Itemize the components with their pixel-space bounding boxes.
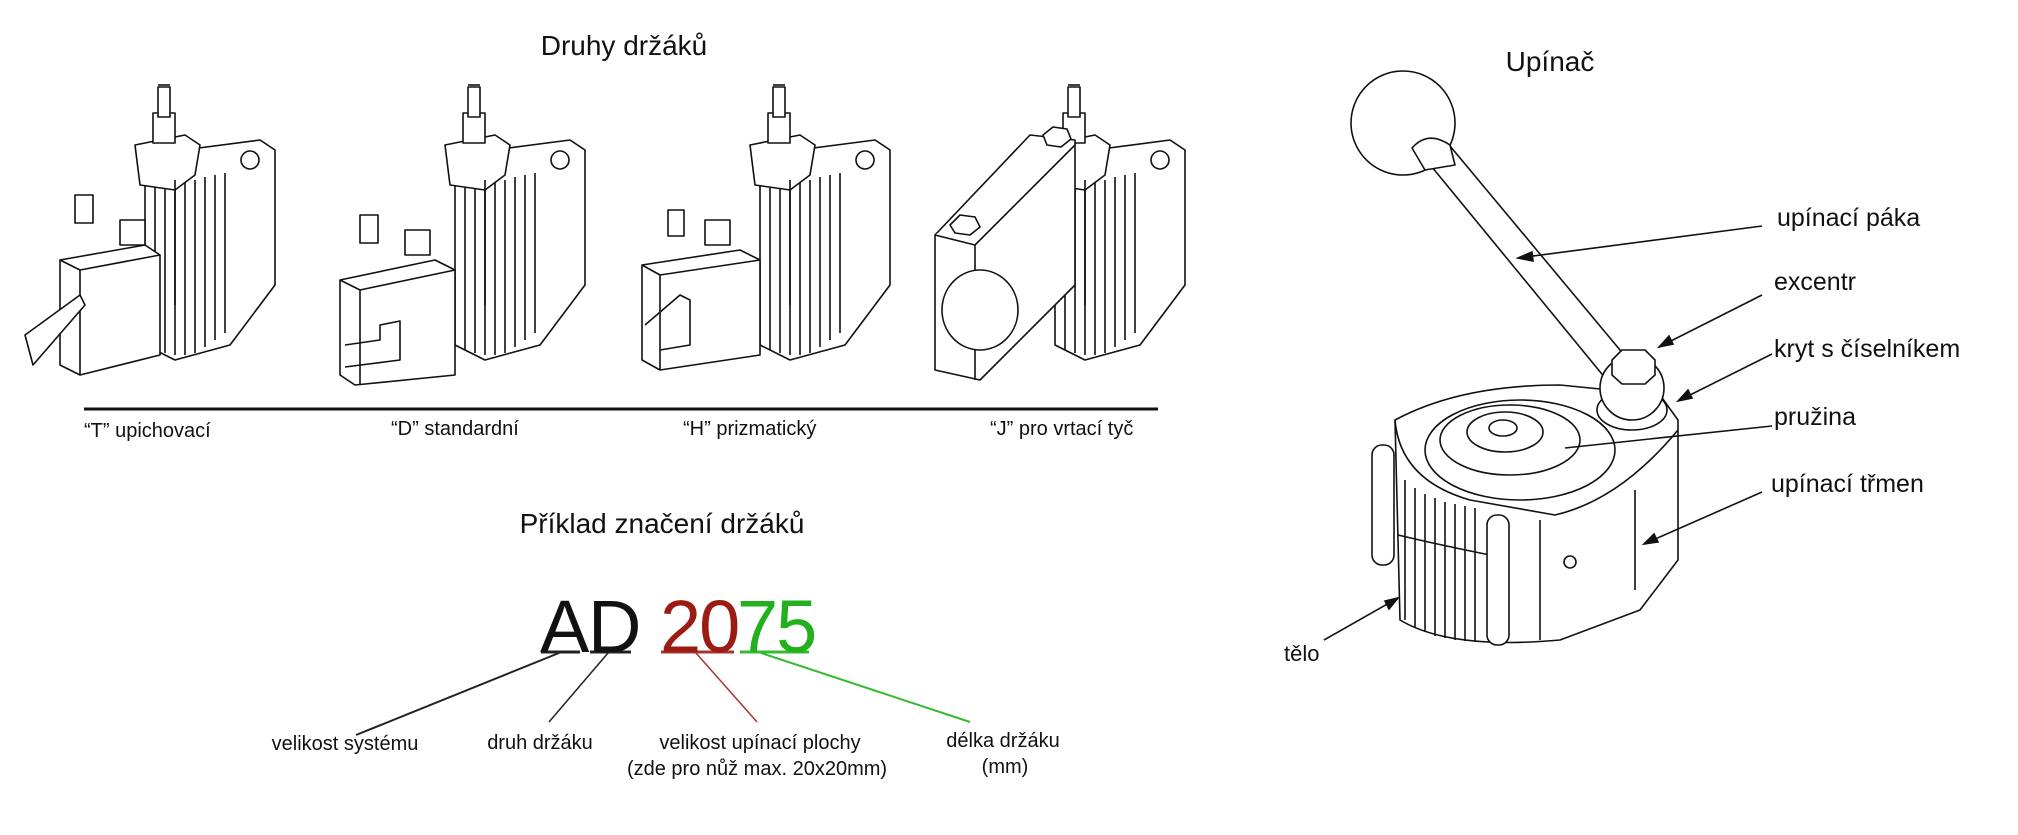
holder-label-d: “D” standardní — [391, 418, 519, 440]
code-part-size: A — [540, 585, 589, 668]
holder-drawing-h — [641, 84, 891, 371]
holder-types-title: Druhy držáků — [540, 30, 708, 61]
label-holder-type: druh držáku — [487, 732, 593, 754]
label-clamp-size-note: (zde pro nůž max. 20x20mm) — [626, 758, 888, 780]
designation-leaders — [355, 650, 971, 736]
clamp-title: Upínač — [1505, 46, 1595, 77]
clamp-label-spring: pružina — [1774, 403, 1856, 431]
clamp-label-body: tělo — [1284, 641, 1320, 666]
clamp-label-dial-cover: kryt s číselníkem — [1774, 335, 1961, 363]
code-part-clamp-size: 20 — [660, 585, 740, 668]
clamp-label-eccentric: excentr — [1774, 268, 1856, 296]
label-clamp-size: velikost upínací plochy — [659, 732, 861, 754]
holder-drawing-t — [24, 84, 276, 376]
holder-label-h: “H” prizmatický — [683, 418, 817, 440]
clamp-drawing — [1323, 70, 1773, 646]
holder-label-t: “T” upichovací — [84, 420, 211, 442]
holder-drawing-j — [934, 84, 1186, 381]
label-holder-length-unit: (mm) — [981, 756, 1029, 778]
designation-title: Příklad značení držáků — [519, 508, 805, 539]
holder-label-j: “J” pro vrtací tyč — [990, 418, 1134, 440]
code-part-type: D — [588, 585, 641, 668]
holder-drawing-d — [339, 84, 586, 386]
label-system-size: velikost systému — [271, 733, 419, 755]
code-part-length: 75 — [737, 585, 817, 668]
clamp-label-stirrup: upínací třmen — [1771, 470, 1924, 498]
clamp-label-lever: upínací páka — [1777, 204, 1921, 232]
label-holder-length: délka držáku — [946, 730, 1060, 752]
